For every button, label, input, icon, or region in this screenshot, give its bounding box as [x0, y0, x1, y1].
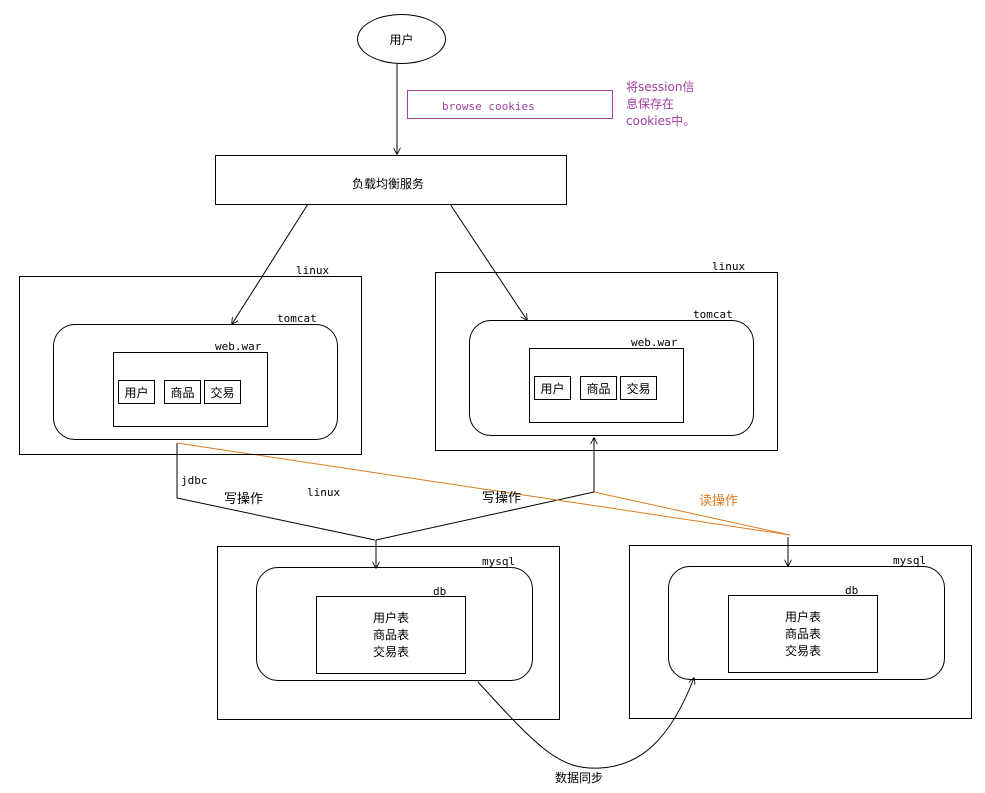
mysql-label-1: mysql — [482, 555, 516, 568]
db-label-2: db — [845, 584, 859, 597]
web-war-label-1: web.war — [215, 340, 262, 353]
module-user-1[interactable]: 用户 — [118, 380, 155, 404]
tomcat-label-1: tomcat — [277, 312, 317, 325]
module-trade-1[interactable]: 交易 — [204, 380, 241, 404]
read-line-left — [176, 442, 791, 536]
linux-server-1[interactable] — [19, 276, 362, 455]
user-node[interactable]: 用户 — [357, 14, 446, 64]
jdbc-label: jdbc — [181, 474, 208, 487]
linux-server-2-label: linux — [712, 260, 746, 273]
sync-label: 数据同步 — [555, 771, 604, 785]
cookies-note: 将session信 息保存在 cookies中。 — [626, 79, 695, 130]
table-goods-1: 商品表 — [372, 628, 409, 642]
read-line-right — [593, 491, 791, 536]
cookies-note-line: cookies中。 — [626, 114, 696, 128]
module-trade-2[interactable]: 交易 — [620, 376, 657, 400]
db-box-2[interactable]: 用户表 商品表 交易表 — [728, 595, 878, 673]
linux-mid-label: linux — [307, 486, 341, 499]
mysql-server-2[interactable] — [629, 545, 972, 719]
cookies-label: browse cookies — [442, 100, 535, 113]
mysql-label-2: mysql — [893, 554, 927, 567]
write-line-right — [375, 440, 595, 541]
write-label-right: 写操作 — [482, 491, 522, 506]
lb-to-server2-line — [449, 203, 527, 320]
sync-curve — [477, 678, 694, 769]
table-user-1: 用户表 — [372, 611, 409, 625]
tomcat-container-2[interactable] — [469, 320, 754, 436]
load-balancer-box[interactable]: 负载均衡服务 — [215, 155, 567, 205]
db-box-1[interactable]: 用户表 商品表 交易表 — [316, 596, 466, 674]
web-war-label-2: web.war — [631, 336, 678, 349]
table-trade-2: 交易表 — [784, 644, 821, 658]
mysql-server-1[interactable] — [217, 546, 560, 720]
mysql-container-1[interactable] — [256, 567, 533, 681]
table-trade-1: 交易表 — [372, 645, 409, 659]
write-line-left — [176, 443, 376, 541]
web-war-box-2[interactable] — [529, 348, 684, 423]
tomcat-label-2: tomcat — [693, 308, 733, 321]
table-goods-2: 商品表 — [784, 627, 821, 641]
module-goods-1[interactable]: 商品 — [164, 380, 201, 404]
tomcat-container-1[interactable] — [53, 324, 338, 440]
lb-to-server1-line — [232, 203, 309, 324]
cookies-note-line: 将session信 — [626, 80, 695, 94]
linux-server-2[interactable] — [435, 272, 778, 451]
web-war-box-1[interactable] — [113, 352, 268, 427]
module-goods-2[interactable]: 商品 — [580, 376, 617, 400]
load-balancer-label: 负载均衡服务 — [352, 177, 425, 191]
cookies-note-line: 息保存在 — [626, 97, 675, 111]
mysql-container-2[interactable] — [668, 566, 945, 680]
user-label: 用户 — [389, 32, 414, 47]
write-label-left: 写操作 — [224, 492, 264, 507]
table-user-2: 用户表 — [784, 610, 821, 624]
read-label: 读操作 — [699, 494, 739, 509]
db-tables-1: 用户表 商品表 交易表 — [317, 610, 465, 661]
db-tables-2: 用户表 商品表 交易表 — [729, 609, 877, 660]
db-label-1: db — [433, 585, 447, 598]
module-user-2[interactable]: 用户 — [534, 376, 571, 400]
linux-server-1-label: linux — [296, 264, 330, 277]
cookies-box[interactable]: browse cookies — [407, 90, 613, 119]
